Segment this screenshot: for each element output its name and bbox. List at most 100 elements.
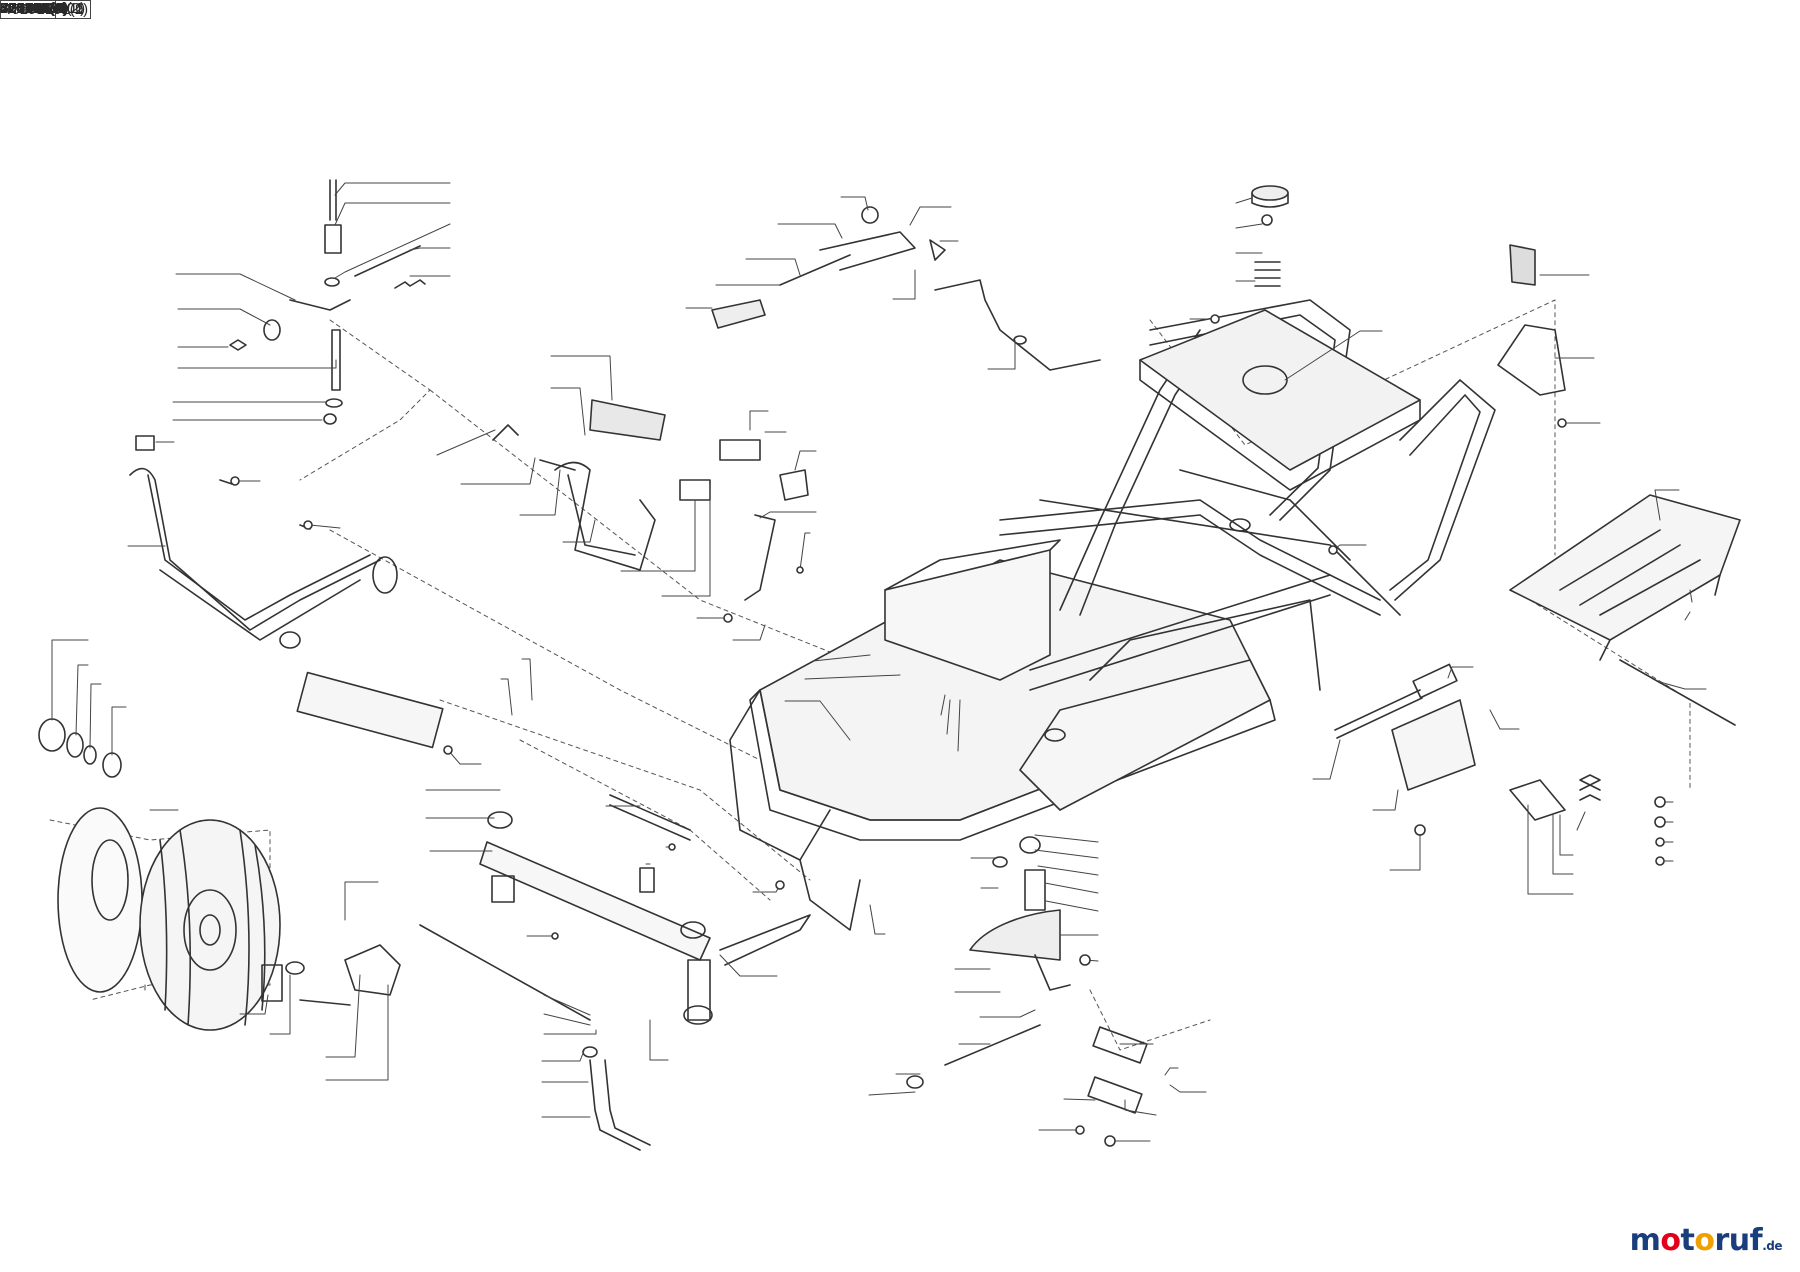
part-label-p90: 46411030	[0, 0, 66, 17]
part-label-p44: 51436030	[0, 0, 67, 17]
part-label-p31: 514701(2)	[0, 0, 69, 17]
part-label-p81: 700483(2)	[0, 0, 69, 17]
part-label-p71: 625877	[0, 0, 51, 17]
part-label-q25: 46110730	[0, 0, 66, 17]
part-label-p49: 514386	[0, 0, 51, 17]
part-label-p01: 701985	[0, 0, 51, 17]
part-label-p58: 514385	[0, 0, 51, 17]
part-label-p57: 701395(2)	[0, 0, 69, 17]
part-label-p24: 701166	[0, 0, 49, 17]
part-label-p88: 701765(2)	[0, 0, 69, 17]
part-label-p34: 46178230	[0, 0, 67, 17]
part-label-p13: 700545(4)	[0, 0, 69, 17]
part-label-p46: 521462	[0, 0, 51, 17]
part-label-p33: 700148	[0, 0, 51, 17]
part-label-p12: 504516(2)	[0, 0, 69, 17]
part-label-q19: 46110830	[0, 0, 66, 17]
part-label-q17: 514701	[0, 0, 51, 17]
part-label-p64: 46490101	[0, 0, 67, 17]
part-label-p84: 46189630	[0, 0, 67, 17]
part-label-p45: 606161(4)	[0, 0, 69, 17]
part-label-p39: 700719(2)	[0, 0, 69, 17]
gas-strut-bracket	[1334, 659, 1736, 821]
part-label-p63: 521375(2)	[0, 0, 69, 17]
pedal-assembly	[492, 399, 809, 601]
part-label-p72: 2045480006	[0, 0, 84, 17]
part-label-p27: 702724(2)	[0, 0, 69, 17]
part-label-p04: 46149830	[0, 0, 67, 17]
part-label-p86: 521302	[0, 0, 51, 17]
part-label-q16: 702381	[0, 0, 51, 17]
part-label-q08: 461110	[0, 0, 48, 17]
part-label-q13: 51438730	[0, 0, 67, 17]
part-label-p68: 513010	[0, 0, 51, 17]
parts-steering-left	[129, 179, 426, 649]
part-label-q02: 700150(2)	[0, 0, 69, 17]
part-label-p48: 514316	[0, 0, 51, 17]
part-label-p19: 450263(2)	[0, 0, 69, 17]
part-label-p89: 521480(2)	[0, 0, 69, 17]
part-label-q20: 692795	[0, 0, 51, 17]
part-label-p59: 302231	[0, 0, 51, 17]
part-label-q09: 461109	[0, 0, 49, 17]
part-label-p70: 514224	[0, 0, 51, 17]
part-label-p94: 47600330	[0, 0, 67, 17]
part-label-p10: 700735	[0, 0, 51, 17]
part-label-q05: 702893	[0, 0, 51, 17]
part-label-p14: 704537(4)	[0, 0, 69, 17]
part-label-p85: 706161(2)	[0, 0, 69, 17]
part-label-p47: 46176401	[0, 0, 67, 17]
part-label-p32: 523134	[0, 0, 51, 17]
part-label-p96: 461500	[0, 0, 51, 17]
part-label-p05: 461500	[0, 0, 51, 17]
part-label-p25: 46178330	[0, 0, 67, 17]
part-label-p62: 468981(2)	[0, 0, 69, 17]
part-label-q10: 46110530	[0, 0, 66, 17]
part-label-q21: 701083	[0, 0, 51, 17]
part-label-p87: 704537(2)	[0, 0, 69, 17]
part-label-p11: 704537	[0, 0, 51, 17]
part-label-q01: 521727(2)	[0, 0, 69, 17]
part-label-p23: 521268	[0, 0, 51, 17]
motoruf-logo: motoruf.de	[1629, 1223, 1783, 1258]
part-label-p66: 700200	[0, 0, 51, 17]
part-label-p35: 700203(2)	[0, 0, 69, 17]
part-label-p55: 700555	[0, 0, 51, 17]
part-label-p93: 461788	[0, 0, 51, 17]
part-label-p29: 46178430	[0, 0, 67, 17]
part-label-p53: 514396	[0, 0, 51, 17]
part-label-p28: 705433	[0, 0, 51, 17]
part-label-p37: 514299(4)	[0, 0, 69, 17]
part-label-p51: 51442430	[0, 0, 67, 17]
part-label-q03: 701765(2)	[0, 0, 69, 17]
part-label-p41: 46177701	[0, 0, 67, 17]
part-label-p36: 464432(2)	[0, 0, 69, 17]
part-label-p03: 46802330(2)	[0, 0, 86, 17]
part-label-p78: 704546(2)	[0, 0, 69, 17]
part-label-p74: 375725	[0, 0, 51, 17]
part-label-p16: 461289(2)	[0, 0, 69, 17]
part-label-p82: 704537(2)	[0, 0, 69, 17]
part-label-p43: 703813	[0, 0, 51, 17]
part-label-q23: 514701	[0, 0, 51, 17]
part-label-p76: 51484530	[0, 0, 67, 17]
part-label-p99: 461895	[0, 0, 51, 17]
part-label-p73: 2042850001	[0, 0, 84, 17]
part-label-p38: 701011(4)	[0, 0, 68, 17]
part-label-p02: 46149930	[0, 0, 67, 17]
part-label-p83: 468680	[0, 0, 51, 17]
part-label-p98: 704538	[0, 0, 51, 17]
part-label-p52: 51406830	[0, 0, 67, 17]
fasteners	[230, 314, 1666, 1147]
part-label-p08: 704536	[0, 0, 51, 17]
front-wheels	[38, 718, 305, 1031]
part-label-q27: 461231	[0, 0, 51, 17]
part-label-p56: 704536	[0, 0, 51, 17]
front-axle	[296, 671, 811, 1151]
main-frame	[729, 299, 1496, 931]
part-label-q18: 46111130	[0, 0, 64, 17]
part-label-p97: 701918	[0, 0, 51, 17]
speed-lever-linkage	[711, 206, 1101, 371]
